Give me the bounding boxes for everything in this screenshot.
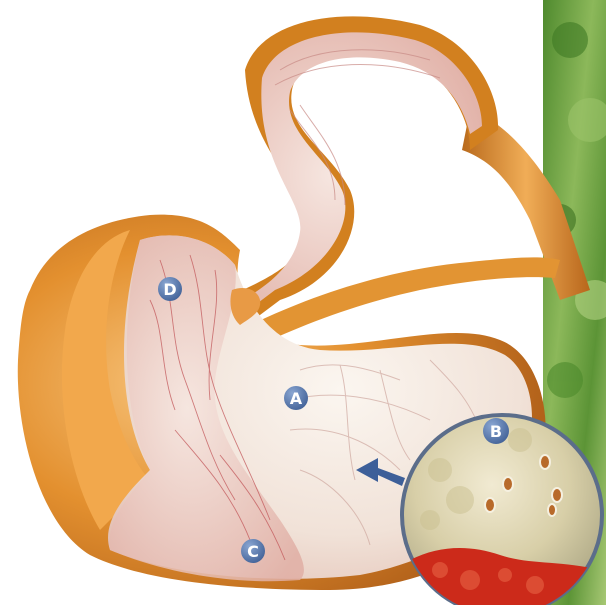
magnifier-lens bbox=[400, 415, 602, 605]
label-a-text: A bbox=[290, 389, 303, 408]
label-d: D bbox=[158, 277, 182, 301]
label-a: A bbox=[284, 386, 308, 410]
label-d-text: D bbox=[163, 280, 176, 299]
label-c: C bbox=[241, 539, 265, 563]
label-b: B bbox=[483, 418, 509, 444]
label-c-text: C bbox=[247, 542, 259, 561]
label-b-text: B bbox=[490, 422, 502, 441]
